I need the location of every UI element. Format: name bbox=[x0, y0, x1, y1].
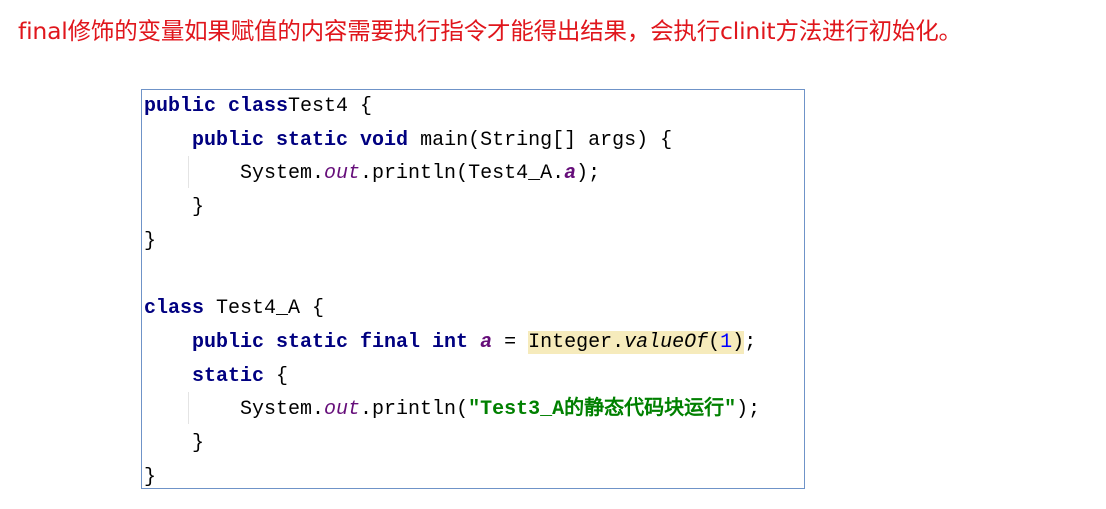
code-token bbox=[468, 331, 480, 354]
code-token: static bbox=[192, 364, 265, 388]
code-token: ); bbox=[576, 162, 601, 186]
code-token: ) bbox=[732, 330, 745, 354]
code-token: ( bbox=[708, 330, 721, 354]
code-token: ); bbox=[736, 398, 761, 422]
code-token bbox=[144, 129, 192, 152]
code-line: System.out.println(Test4_A.a); bbox=[144, 157, 600, 191]
code-token: Test4 { bbox=[288, 95, 373, 118]
code-token: = bbox=[492, 330, 529, 354]
code-block: public classTest4 { public static void m… bbox=[141, 89, 805, 489]
code-token: System. bbox=[144, 162, 325, 186]
indent-guide bbox=[188, 156, 189, 188]
code-token: } bbox=[144, 229, 157, 253]
code-token: .println( bbox=[360, 398, 469, 422]
code-token: Test4_A { bbox=[204, 297, 325, 321]
code-token: out bbox=[324, 162, 361, 186]
code-line: } bbox=[144, 461, 156, 495]
code-line: public classTest4 { bbox=[144, 90, 372, 124]
code-token bbox=[144, 365, 192, 388]
code-line: public static void main(String[] args) { bbox=[144, 124, 672, 158]
code-line: public static final int a = Integer.valu… bbox=[144, 326, 756, 360]
code-token: } bbox=[144, 432, 205, 455]
code-token: a bbox=[564, 162, 577, 186]
code-line: } bbox=[144, 225, 156, 259]
code-token: a bbox=[480, 330, 493, 354]
code-token: public class bbox=[144, 95, 289, 118]
code-token bbox=[144, 331, 192, 354]
code-token: .println(Test4_A. bbox=[360, 162, 565, 186]
code-token: 1 bbox=[720, 330, 733, 354]
code-line: } bbox=[144, 427, 204, 461]
code-token: main(String[] args) { bbox=[408, 128, 673, 152]
code-token: { bbox=[264, 364, 289, 388]
code-token: class bbox=[144, 297, 205, 321]
code-token: valueOf bbox=[624, 330, 709, 354]
code-line: class Test4_A { bbox=[144, 292, 324, 326]
code-token: out bbox=[324, 398, 361, 422]
code-line: } bbox=[144, 191, 204, 225]
code-line: System.out.println("Test3_A的静态代码块运行"); bbox=[144, 393, 760, 427]
code-token: public static final int bbox=[192, 330, 469, 354]
code-token: "Test3_A的静态代码块运行" bbox=[468, 398, 737, 422]
code-token: ; bbox=[744, 330, 757, 354]
code-token: Integer. bbox=[528, 330, 625, 354]
indent-guide bbox=[188, 392, 189, 424]
code-token: System. bbox=[144, 398, 325, 422]
code-token: } bbox=[144, 465, 157, 489]
code-token: } bbox=[144, 196, 205, 220]
code-token: public static void bbox=[192, 128, 409, 152]
code-line: static { bbox=[144, 360, 288, 394]
slide-title: final修饰的变量如果赋值的内容需要执行指令才能得出结果，会执行clinit方… bbox=[18, 17, 962, 45]
